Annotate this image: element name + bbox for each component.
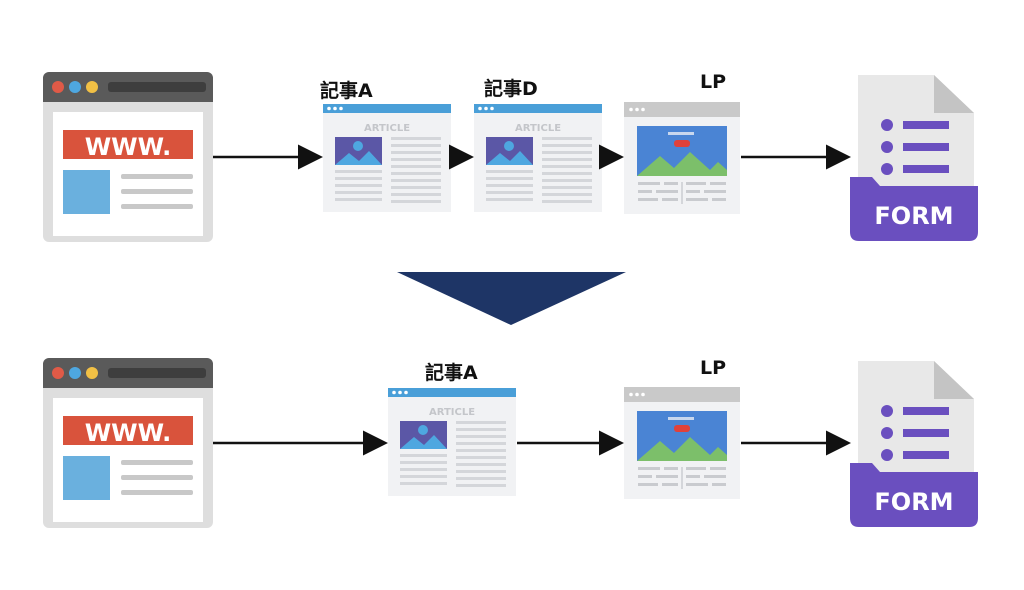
article-d-icon-top xyxy=(474,104,602,212)
label-article-d-top: 記事D xyxy=(484,78,538,100)
article-header-text: ARTICLE xyxy=(429,407,475,418)
url-text-bottom: WWW. xyxy=(85,419,172,447)
label-article-a-top: 記事A xyxy=(320,80,373,102)
form-text-top: FORM xyxy=(874,202,953,230)
label-article-a-bottom: 記事A xyxy=(425,362,478,384)
down-triangle xyxy=(397,272,626,325)
article-header-text: ARTICLE xyxy=(364,123,410,134)
lp-icon-bottom xyxy=(624,387,740,499)
lp-icon-top xyxy=(624,102,740,214)
form-text-bottom: FORM xyxy=(874,488,953,516)
article-a-icon-bottom xyxy=(388,388,516,496)
url-text-top: WWW. xyxy=(85,133,172,161)
article-header-text: ARTICLE xyxy=(515,123,561,134)
label-lp-bottom: LP xyxy=(700,357,727,379)
label-lp-top: LP xyxy=(700,71,727,93)
article-a-icon-top xyxy=(323,104,451,212)
